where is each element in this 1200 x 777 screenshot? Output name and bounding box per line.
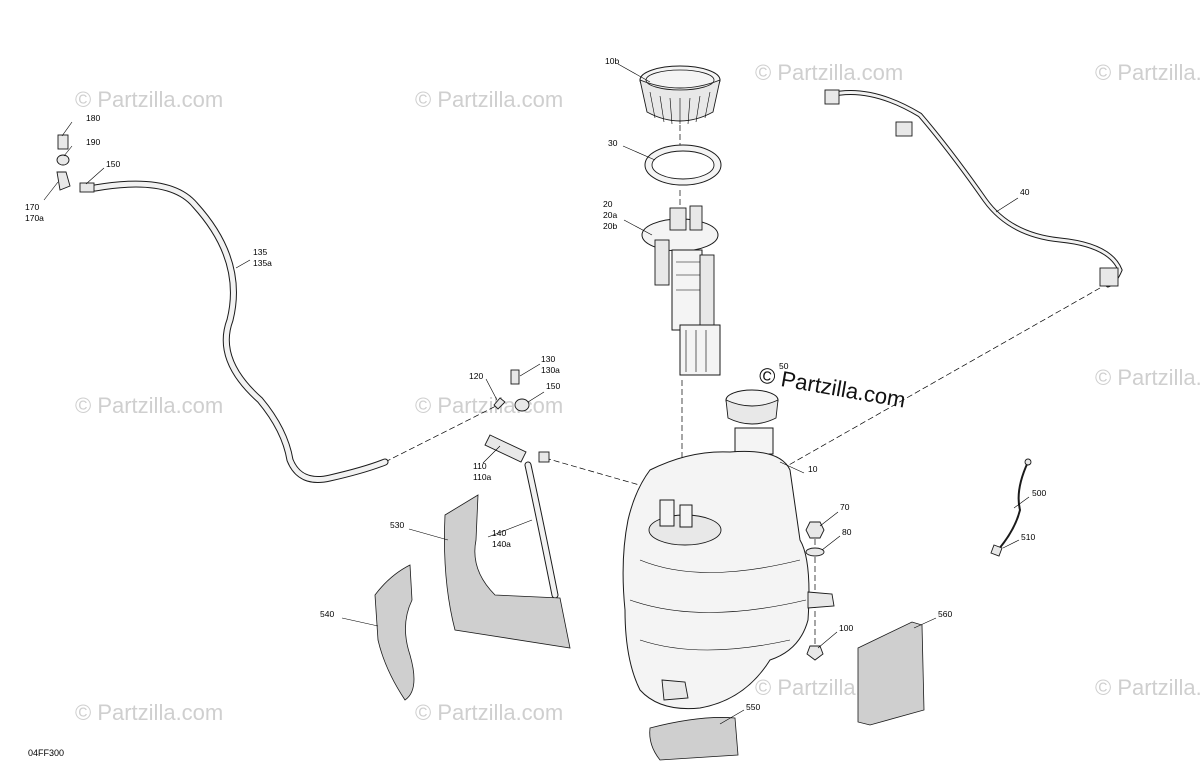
bolt-100 [806,645,824,661]
callout-540: 540 [320,609,334,619]
fuel-cap [725,389,779,425]
watermark: © Partzilla.com [75,393,223,418]
callout-20b: 20b [603,221,617,231]
seal-ring [644,144,722,186]
fuel-pump-module [641,205,721,376]
leader-lines [43,63,1030,725]
fasteners [805,521,825,661]
callout-180: 180 [86,113,100,123]
heat-shield-550 [649,717,739,761]
callout-labels: 10b 30 20 20a 20b 40 180 190 150 170 170… [25,56,1046,712]
watermark: © Partzilla.com [1095,675,1200,700]
vent-hose [91,180,389,483]
watermark: © Partzilla.com [75,87,223,112]
watermark: © Partzilla.com [415,700,563,725]
callout-130a: 130a [541,365,560,375]
callout-560: 560 [938,609,952,619]
nut-70 [805,521,825,539]
brand-watermark: © Partzilla.com [757,362,907,412]
callout-40: 40 [1020,187,1030,197]
callout-135a: 135a [253,258,272,268]
clamp-fitting [538,451,550,463]
callout-170a: 170a [25,213,44,223]
callout-100: 100 [839,623,853,633]
callout-130: 130 [541,354,555,364]
drawing-number: 04FF300 [28,748,65,758]
middle-fittings [484,369,559,599]
wiring-harness [824,89,1123,288]
clamp-190 [56,154,70,166]
callout-530: 530 [390,520,404,530]
assembly-lines [384,125,1101,650]
fitting-180 [57,134,69,150]
watermark: © Partzilla.com [415,393,563,418]
callout-170: 170 [25,202,39,212]
lock-ring [639,65,721,125]
watermark-layer: © Partzilla.com © Partzilla.com © Partzi… [75,60,1200,725]
connector [895,121,913,137]
callout-70: 70 [840,502,850,512]
callout-20a: 20a [603,210,617,220]
heat-shield-560 [857,621,925,726]
callout-150-mid: 150 [546,381,560,391]
clamp-150 [79,182,95,193]
callout-10: 10 [808,464,818,474]
heat-shield-530 [444,494,571,649]
watermark: © Partzilla.com [1095,365,1200,390]
callout-30: 30 [608,138,618,148]
callout-120: 120 [469,371,483,381]
clamp-150 [514,398,530,412]
callout-80: 80 [842,527,852,537]
callout-110a: 110a [473,472,492,482]
callout-135: 135 [253,247,267,257]
heat-shield-540 [374,564,415,701]
fitting-assembly-line [544,457,651,489]
sensor-wire [990,458,1032,557]
hose-assembly-line [384,403,501,463]
fuel-tank [622,427,835,710]
watermark: © Partzilla.com [1095,60,1200,85]
tube-110 [484,434,527,463]
callout-190: 190 [86,137,100,147]
connector [824,89,840,105]
harness-assembly-line [779,287,1101,471]
watermark: © Partzilla.com [75,700,223,725]
left-fittings [56,134,95,193]
elbow-170 [56,171,71,191]
connector [1099,267,1119,287]
callout-140a: 140a [492,539,511,549]
watermark: © Partzilla.com [415,87,563,112]
fitting-130 [510,369,520,385]
washer-80 [805,547,825,557]
callout-20: 20 [603,199,613,209]
callout-110: 110 [473,461,487,471]
callout-50: 50 [779,361,789,371]
callout-10b: 10b [605,56,619,66]
clip-120 [493,397,506,410]
callout-140: 140 [492,528,506,538]
watermark: © Partzilla.com [755,60,903,85]
callout-150-left: 150 [106,159,120,169]
callout-510: 510 [1021,532,1035,542]
callout-550: 550 [746,702,760,712]
heat-shields [374,494,925,761]
callout-500: 500 [1032,488,1046,498]
